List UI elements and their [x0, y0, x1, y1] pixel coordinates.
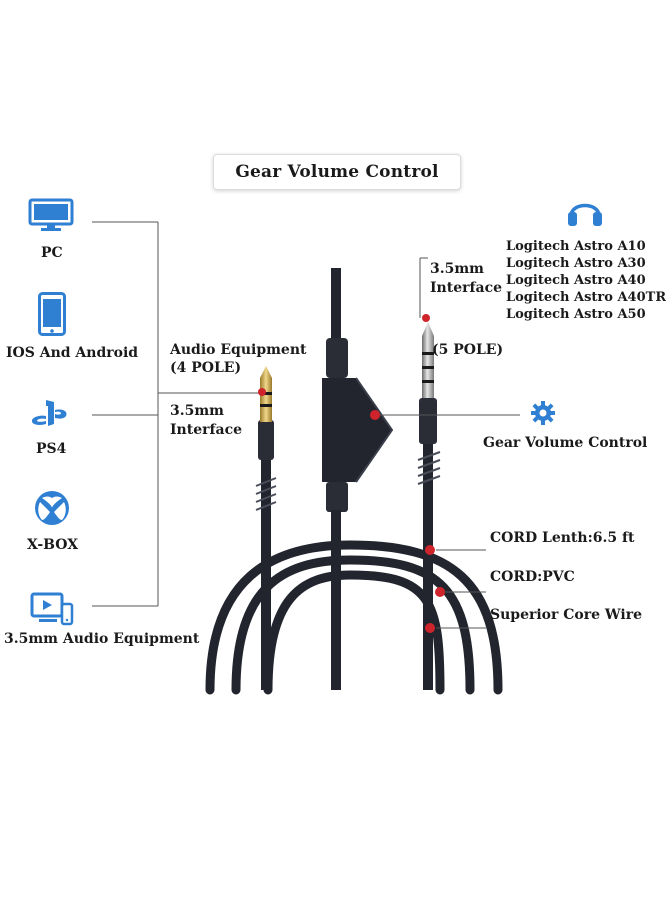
core-wire-label: Superior Core Wire [490, 607, 642, 623]
left-plug [255, 366, 277, 690]
left-interface-label: Interface [170, 422, 243, 438]
device-bracket-lines [92, 221, 262, 607]
left-pole-label: (4 POLE) [170, 360, 242, 376]
left-interface-size: 3.5mm [170, 403, 224, 419]
xbox-icon [35, 491, 69, 525]
model-astro-a40: Logitech Astro A40 [506, 273, 646, 288]
callout-lines [380, 257, 520, 629]
playstation-icon [31, 400, 67, 426]
monitor-icon [28, 198, 74, 231]
cable-coils [205, 540, 503, 695]
media-device-icon [30, 592, 74, 626]
right-pole-label: (5 POLE) [432, 342, 504, 358]
model-astro-a10: Logitech Astro A10 [506, 239, 646, 254]
cord-length-label: CORD Lenth:6.5 ft [490, 530, 635, 546]
device-label-ps4: PS4 [36, 441, 67, 457]
smartphone-icon [38, 292, 66, 336]
headphones-icon [568, 203, 602, 226]
cord-material-label: CORD:PVC [490, 569, 575, 585]
device-label-ios-android: IOS And Android [6, 345, 139, 361]
model-astro-a30: Logitech Astro A30 [506, 256, 646, 271]
left-equipment-label: Audio Equipment [170, 342, 307, 358]
model-astro-a40tr: Logitech Astro A40TR [506, 290, 666, 305]
device-label-xbox: X-BOX [27, 537, 79, 553]
volume-control-module [322, 268, 394, 690]
device-label-pc: PC [41, 245, 63, 261]
gear-icon [531, 401, 555, 425]
right-interface-size: 3.5mm [430, 261, 484, 277]
device-label-audio-equipment: 3.5mm Audio Equipment [4, 631, 200, 647]
right-plug [417, 314, 445, 690]
right-interface-label: Interface [430, 280, 503, 296]
model-astro-a50: Logitech Astro A50 [506, 307, 646, 322]
diagram-title: Gear Volume Control [213, 154, 461, 190]
volume-control-label: Gear Volume Control [483, 435, 648, 451]
